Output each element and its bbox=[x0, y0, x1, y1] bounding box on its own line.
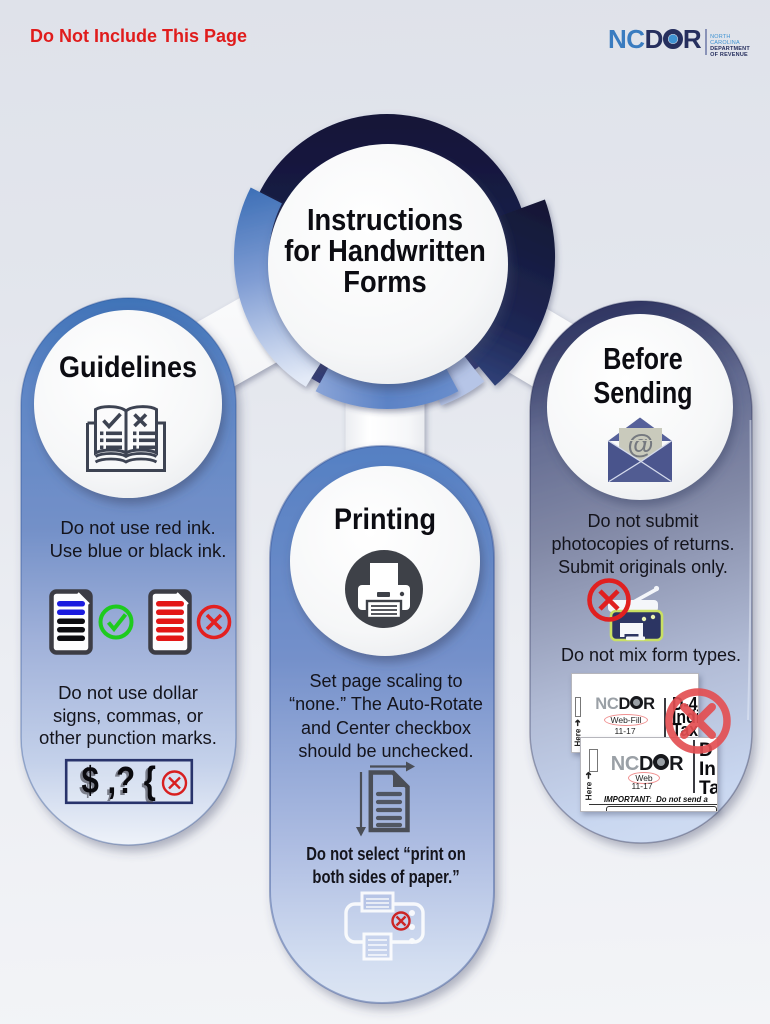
svg-text:$ ,? {: $ ,? { bbox=[79, 762, 153, 804]
svg-text:$ ,? {: $ ,? { bbox=[82, 760, 156, 802]
svg-text:@: @ bbox=[627, 429, 653, 459]
